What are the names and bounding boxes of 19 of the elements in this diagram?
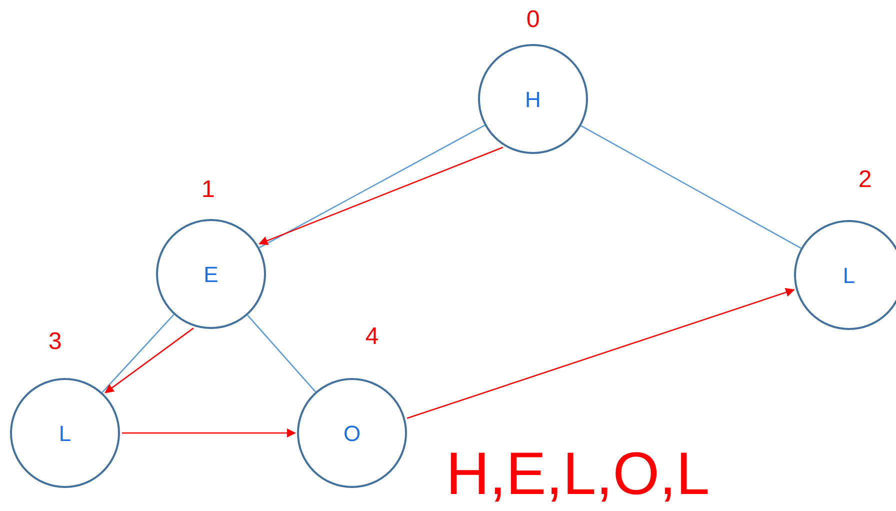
index-number: 1 (201, 178, 215, 202)
node-letter: O (343, 420, 361, 448)
tree-line (259, 124, 485, 248)
index-number: 2 (858, 168, 872, 192)
arrow (104, 328, 194, 394)
tree-line (247, 314, 316, 392)
index-number: 4 (365, 325, 379, 349)
arrow (122, 428, 296, 438)
tree-line (102, 314, 174, 393)
arrow (406, 288, 795, 419)
node-letter: H (525, 86, 541, 114)
node-letter: E (204, 260, 218, 288)
node-letter: L (842, 262, 856, 290)
tree-line (580, 125, 802, 249)
arrow (258, 146, 504, 245)
index-number: 3 (48, 330, 62, 354)
index-number: 0 (526, 8, 540, 32)
traversal-order-text: H,E,L,O,L (446, 444, 710, 504)
node-letter: L (58, 420, 72, 448)
